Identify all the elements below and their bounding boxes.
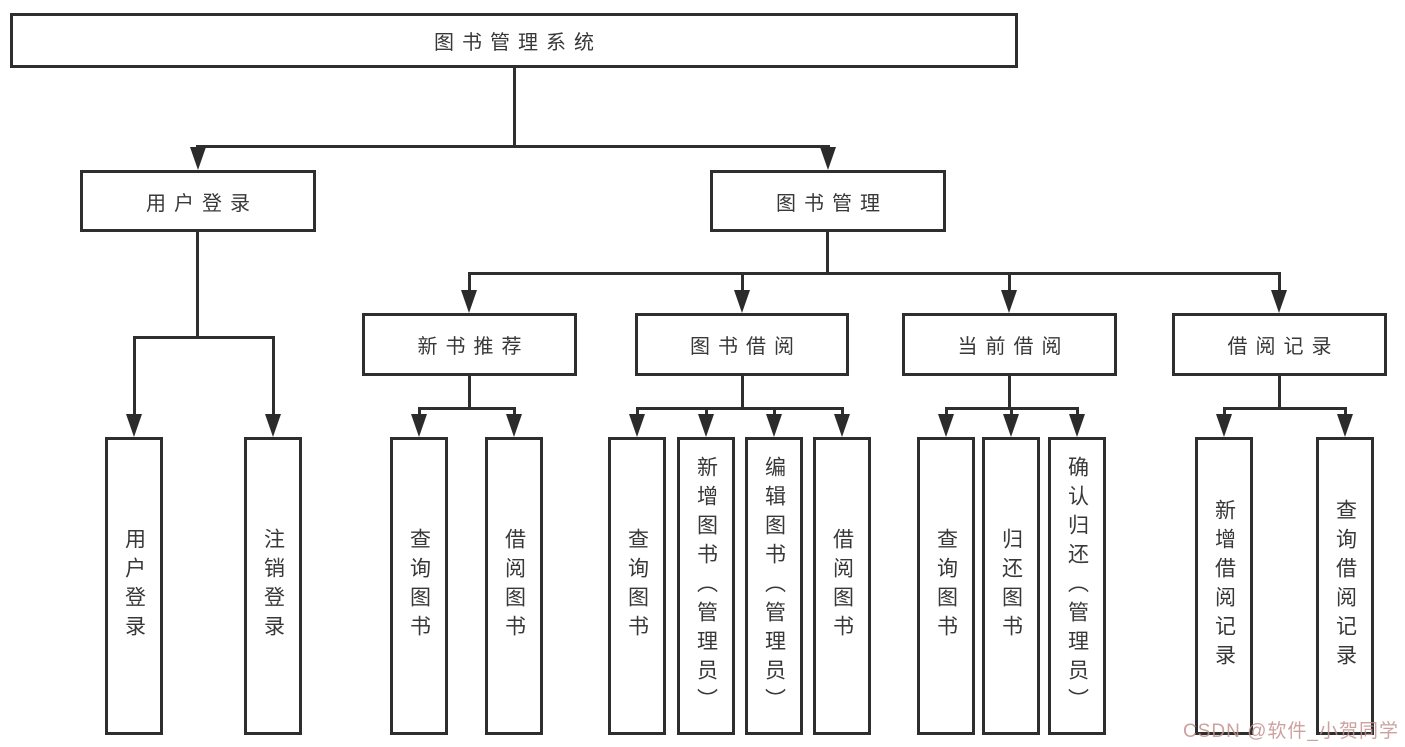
connector-sec0-vline <box>468 376 471 407</box>
leaf-edit-books-admin: 编辑图书（管理员） <box>745 437 803 735</box>
arrowhead-sec1-c0 <box>629 414 645 437</box>
connector-drop-sec1-c0 <box>636 407 639 416</box>
node-borrow-records: 借阅记录 <box>1172 313 1387 376</box>
connector-drop-sec0-c0 <box>418 407 421 416</box>
arrowhead-current-borrow <box>1001 290 1017 313</box>
leaf-borrow-books-2: 借阅图书 <box>813 437 871 735</box>
leaf-logout: 注销登录 <box>244 437 302 735</box>
connector-root-vline <box>513 68 516 145</box>
node-root: 图书管理系统 <box>10 13 1018 68</box>
connector-userlogin-hline <box>133 336 275 339</box>
leaf-confirm-return-admin: 确认归还（管理员） <box>1048 437 1106 735</box>
connector-sec2-vline <box>1008 376 1011 407</box>
arrowhead-sec2-c0 <box>938 414 954 437</box>
connector-sec0-hline <box>418 407 516 410</box>
csdn-watermark: CSDN @软件_小贺同学 <box>1183 721 1399 742</box>
node-book-management: 图书管理 <box>710 170 946 232</box>
connector-sec3-vline <box>1278 376 1281 407</box>
leaf-query-books-2: 查询图书 <box>608 437 666 735</box>
leaf-add-books-admin: 新增图书（管理员） <box>677 437 735 735</box>
arrowhead-login-leaf <box>126 414 142 437</box>
arrowhead-sec2-c1 <box>1003 414 1019 437</box>
connector-drop-sec0-c1 <box>513 407 516 416</box>
leaf-add-borrow-record: 新增借阅记录 <box>1195 437 1253 735</box>
arrowhead-new-book <box>461 290 477 313</box>
leaf-borrow-books-1: 借阅图书 <box>485 437 543 735</box>
connector-drop-borrow-records <box>1278 272 1281 292</box>
node-current-borrow: 当前借阅 <box>902 313 1117 376</box>
connector-sec1-vline <box>741 376 744 407</box>
arrowhead-book-management <box>820 147 836 170</box>
connector-drop-sec3-c1 <box>1344 407 1347 416</box>
connector-drop-sec1-c3 <box>841 407 844 416</box>
arrowhead-book-borrow <box>734 290 750 313</box>
connector-drop-login-leaf <box>133 336 136 416</box>
leaf-query-books-1: 查询图书 <box>390 437 448 735</box>
connector-bookmgmt-vline <box>826 232 829 272</box>
connector-sec1-hline <box>636 407 844 410</box>
connector-drop-sec1-c1 <box>705 407 708 416</box>
leaf-query-books-3: 查询图书 <box>917 437 975 735</box>
connector-drop-sec3-c0 <box>1223 407 1226 416</box>
arrowhead-sec1-c2 <box>766 414 782 437</box>
leaf-user-login: 用户登录 <box>105 437 163 735</box>
arrowhead-user-login <box>190 147 206 170</box>
node-new-book-recommend: 新书推荐 <box>362 313 577 376</box>
arrowhead-sec0-c1 <box>506 414 522 437</box>
arrowhead-sec0-c0 <box>411 414 427 437</box>
connector-drop-new-book <box>468 272 471 292</box>
node-user-login: 用户登录 <box>80 170 316 232</box>
arrowhead-sec1-c1 <box>698 414 714 437</box>
leaf-return-books: 归还图书 <box>982 437 1040 735</box>
connector-root-hline <box>196 145 830 148</box>
arrowhead-sec2-c2 <box>1069 414 1085 437</box>
connector-sec3-hline <box>1223 407 1347 410</box>
arrowhead-sec3-c0 <box>1216 414 1232 437</box>
connector-drop-sec2-c1 <box>1010 407 1013 416</box>
arrowhead-sec3-c1 <box>1337 414 1353 437</box>
leaf-query-borrow-record: 查询借阅记录 <box>1316 437 1374 735</box>
connector-userlogin-vline <box>196 232 199 336</box>
connector-drop-sec2-c2 <box>1076 407 1079 416</box>
node-book-borrow: 图书借阅 <box>635 313 849 376</box>
arrowhead-logout-leaf <box>265 414 281 437</box>
connector-bookmgmt-hline <box>468 272 1281 275</box>
arrowhead-borrow-records <box>1271 290 1287 313</box>
arrowhead-sec1-c3 <box>834 414 850 437</box>
connector-drop-sec1-c2 <box>773 407 776 416</box>
connector-drop-sec2-c0 <box>945 407 948 416</box>
connector-drop-current-borrow <box>1008 272 1011 292</box>
connector-drop-logout-leaf <box>272 336 275 416</box>
connector-drop-book-borrow <box>741 272 744 292</box>
